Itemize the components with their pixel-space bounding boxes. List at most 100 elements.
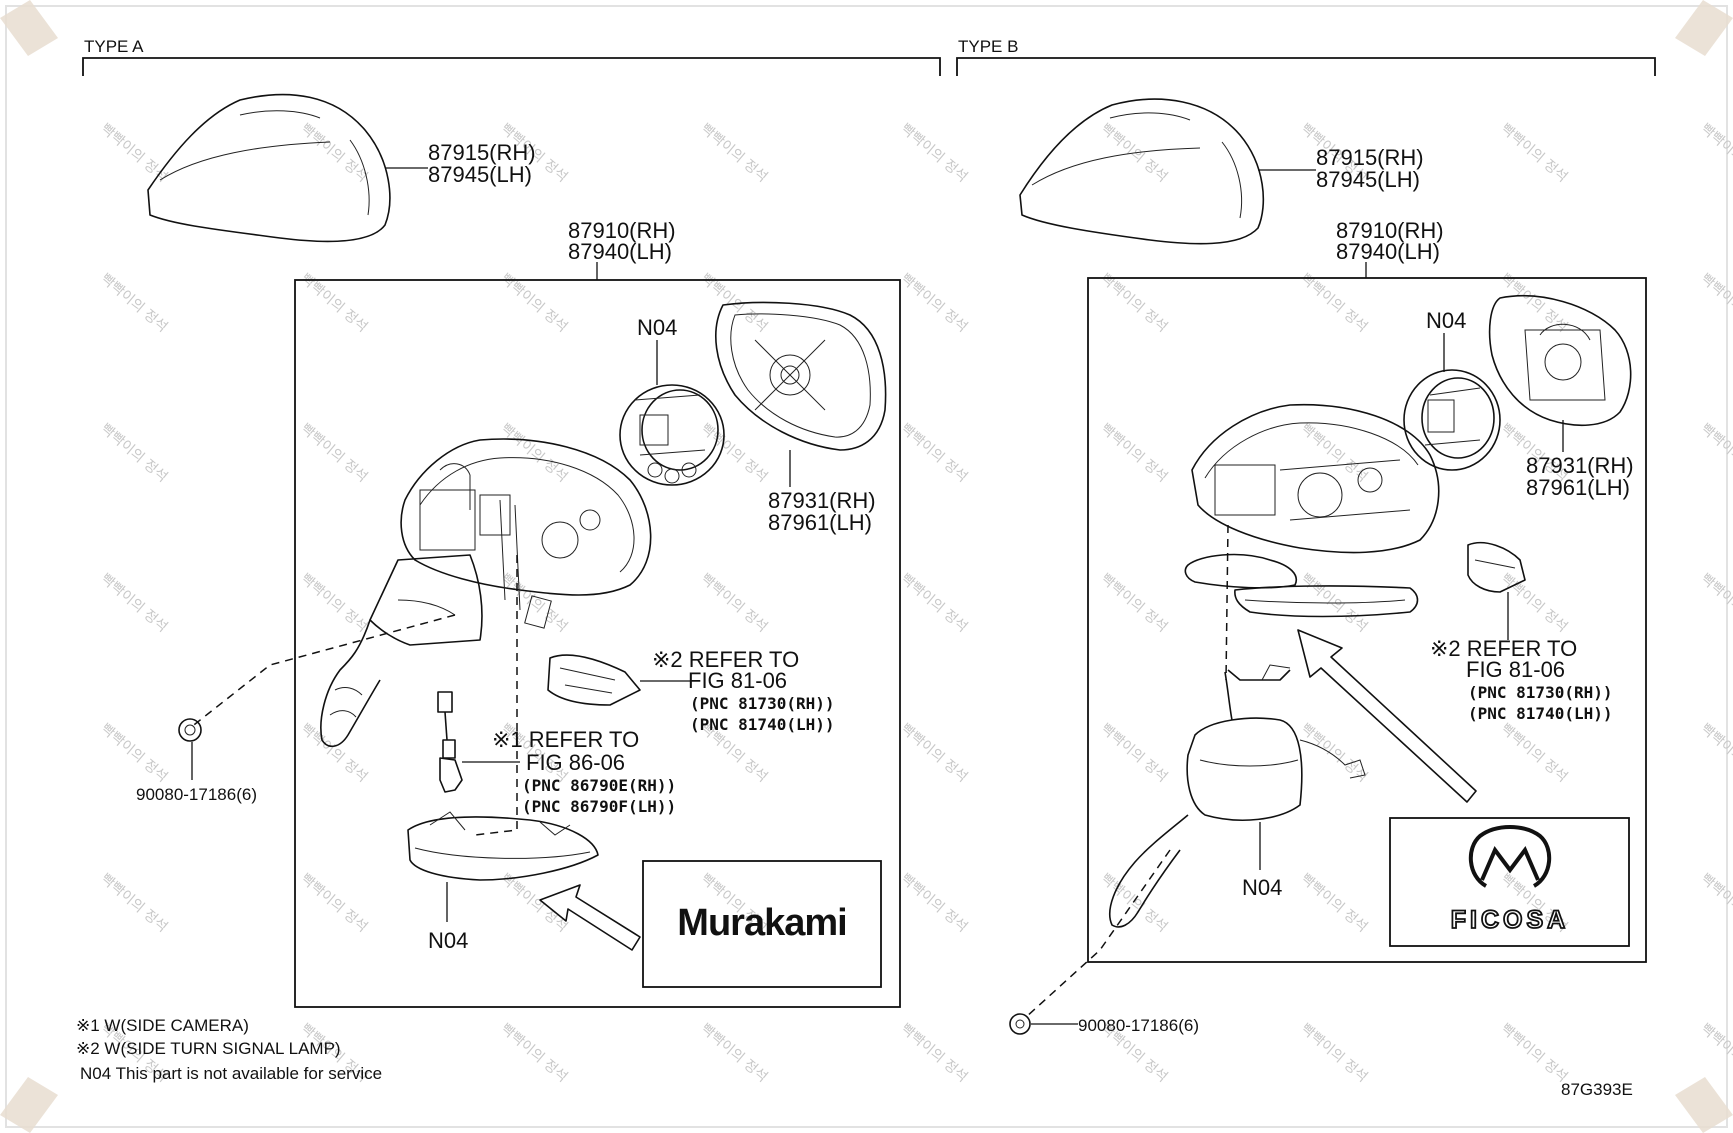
watermark-text: 빡빡이의 정석: [297, 871, 370, 936]
type-b-screw-path: [1024, 849, 1171, 1019]
type-a-screw: [178, 718, 202, 742]
type-b-screw-label: 90080-17186(6): [1078, 1016, 1199, 1035]
watermark-text: 빡빡이의 정석: [697, 121, 770, 186]
type-a-screw-label: 90080-17186(6): [136, 785, 257, 804]
watermark-text: 빡빡이의 정석: [697, 571, 770, 636]
type-b-cover-lh: 87945(LH): [1316, 167, 1420, 192]
watermark-text: 빡빡이의 정석: [1497, 1021, 1570, 1086]
ficosa-logo-text: FICOSA: [1451, 906, 1569, 934]
type-b-turn-signal-lamp: [1467, 541, 1526, 593]
type-b-assembly-box: [1087, 277, 1647, 963]
type-a-ref2-mark: ※2 REFER TO: [652, 647, 799, 672]
type-a-glass-lh: 87961(LH): [768, 510, 872, 535]
watermark-text: 빡빡이의 정석: [297, 571, 370, 636]
type-a-mirror-glass: [715, 301, 887, 451]
watermark-text: 빡빡이의 정석: [697, 421, 770, 486]
type-b-actuator-label: N04: [1426, 308, 1466, 333]
type-b-pointer-arrow: [1297, 629, 1477, 803]
watermark-text: 빡빡이의 정석: [897, 271, 970, 336]
type-b-glass-rh: 87931(RH): [1526, 453, 1634, 478]
watermark-text: 빡빡이의 정석: [897, 571, 970, 636]
type-b-assy-rh: 87910(RH): [1336, 218, 1444, 243]
watermark-text: 빡빡이의 정석: [1097, 421, 1170, 486]
watermark-text: 빡빡이의 정석: [897, 721, 970, 786]
watermark-text: 빡빡이의 정석: [97, 421, 170, 486]
type-a-pointer-arrow: [539, 884, 641, 951]
type-a-cover-rh: 87915(RH): [428, 140, 536, 165]
ficosa-logo-box: [1389, 817, 1630, 947]
type-b-mirror-housing: [1191, 403, 1440, 554]
type-b-mirror-glass: [1488, 295, 1632, 427]
type-a-lamp-housing: [407, 811, 599, 881]
page-border: [5, 5, 1728, 1128]
type-a-mirror-base: [320, 554, 483, 748]
watermark-text: 빡빡이의 정석: [297, 421, 370, 486]
watermark-text: 빡빡이의 정석: [1297, 271, 1370, 336]
watermark-text: 빡빡이의 정석: [1097, 871, 1170, 936]
type-a-glass-rh: 87931(RH): [768, 488, 876, 513]
type-b-ref2-pnc-lh: (PNC 81740(LH)): [1468, 704, 1613, 723]
watermark-text: 빡빡이의 정석: [297, 121, 370, 186]
type-a-assy-lh: 87940(LH): [568, 239, 672, 264]
type-a-ref1-fig: FIG 86-06: [526, 750, 625, 775]
type-a-lamp-housing-label: N04: [428, 928, 468, 953]
murakami-logo-box: [642, 860, 882, 988]
type-a-ref2-fig: FIG 81-06: [688, 668, 787, 693]
watermark-text: 빡빡이의 정석: [497, 1021, 570, 1086]
watermark-text: 빡빡이의 정석: [97, 121, 170, 186]
type-b-actuator: [1403, 369, 1501, 471]
watermark-text: 빡빡이의 정석: [897, 1021, 970, 1086]
watermark-text: 빡빡이의 정석: [1097, 271, 1170, 336]
type-a-assembly-box: [294, 279, 901, 1008]
watermark-text: 빡빡이의 정석: [1297, 1021, 1370, 1086]
type-b-label: TYPE B: [958, 37, 1018, 56]
watermark-text: 빡빡이의 정석: [897, 121, 970, 186]
watermark-text: 빡빡이의 정석: [297, 721, 370, 786]
note-3: N04 This part is not available for servi…: [80, 1064, 382, 1083]
type-b-base-label: N04: [1242, 875, 1282, 900]
watermark-text: 빡빡이의 정석: [1497, 721, 1570, 786]
watermark-text: 빡빡이의 정석: [97, 271, 170, 336]
type-a-turn-signal-lamp: [547, 654, 641, 706]
note-2: ※2 W(SIDE TURN SIGNAL LAMP): [76, 1039, 341, 1058]
type-b-mirror-cover: [1019, 98, 1265, 245]
type-a-screw-path: [189, 614, 456, 729]
type-a-bracket: TYPE A: [82, 37, 941, 76]
type-a-actuator: [619, 384, 725, 486]
type-b-glass-lh: 87961(LH): [1526, 475, 1630, 500]
watermark-text: 빡빡이의 정석: [1497, 121, 1570, 186]
watermark-text: 빡빡이의 정석: [897, 871, 970, 936]
type-b-assy-lh: 87940(LH): [1336, 239, 1440, 264]
type-b-cover-rh: 87915(RH): [1316, 145, 1424, 170]
type-a-ref1-mark: ※1 REFER TO: [492, 727, 639, 752]
type-a-mirror-cover: [147, 93, 391, 243]
type-a-camera-path: [474, 555, 518, 836]
type-a-ref2-pnc-rh: (PNC 81730(RH)): [690, 694, 835, 713]
type-a-assy-rh: 87910(RH): [568, 218, 676, 243]
type-a-actuator-label: N04: [637, 315, 677, 340]
type-b-screw: [1009, 1013, 1031, 1035]
figure-code: 87G393E: [1561, 1080, 1633, 1099]
watermark-text: 빡빡이의 정석: [97, 721, 170, 786]
type-b-dashed-guide: [1225, 524, 1229, 681]
type-a-ref1-pnc-rh: (PNC 86790E(RH)): [522, 776, 676, 795]
type-a-cover-lh: 87945(LH): [428, 162, 532, 187]
type-b-ref2-fig: FIG 81-06: [1466, 657, 1565, 682]
watermark-text: 빡빡이의 정석: [497, 871, 570, 936]
watermark-text: 빡빡이의 정석: [97, 571, 170, 636]
type-b-lower-trim: [1184, 553, 1419, 618]
watermark-text: 빡빡이의 정석: [1097, 571, 1170, 636]
type-a-ref2-pnc-lh: (PNC 81740(LH)): [690, 715, 835, 734]
note-1: ※1 W(SIDE CAMERA): [76, 1016, 249, 1035]
watermark-text: 빡빡이의 정석: [97, 871, 170, 936]
ficosa-logo-icon: [1468, 825, 1552, 888]
type-b-mirror-base: [1108, 664, 1366, 928]
type-b-bracket: TYPE B: [956, 37, 1656, 76]
type-b-ref2-pnc-rh: (PNC 81730(RH)): [1468, 683, 1613, 702]
watermark-text: 빡빡이의 정석: [697, 1021, 770, 1086]
watermark-text: 빡빡이의 정석: [497, 421, 570, 486]
type-a-label: TYPE A: [84, 37, 144, 56]
